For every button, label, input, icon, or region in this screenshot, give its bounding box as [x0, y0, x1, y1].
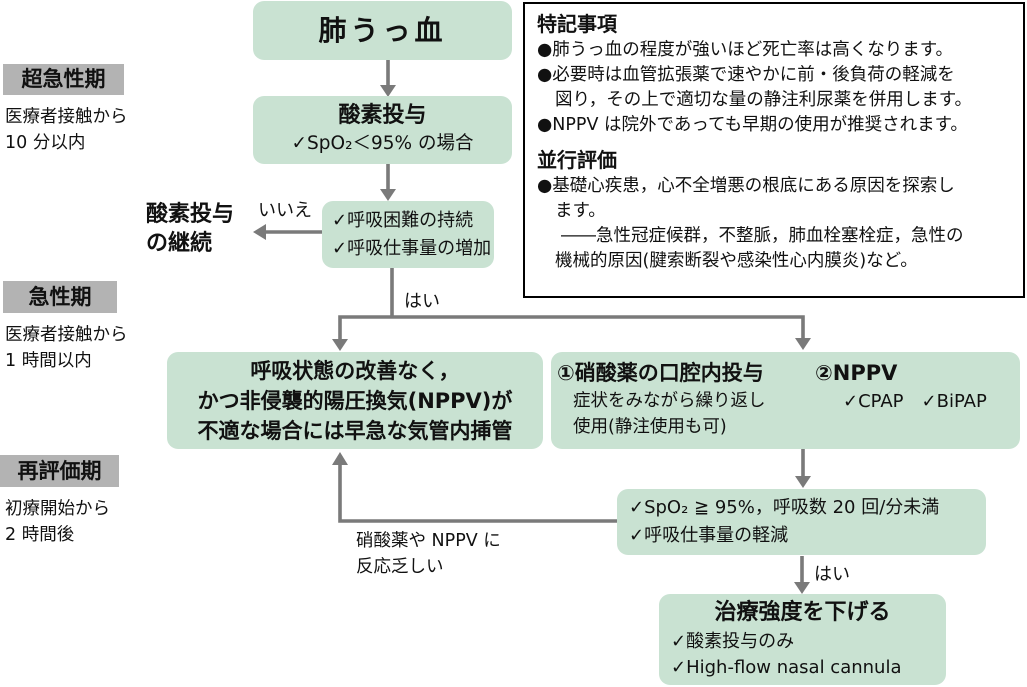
phase-time-acute-line1: 医療者接触から [5, 325, 128, 345]
phase-label-hyperacute: 超急性期 [3, 64, 124, 95]
arrowhead-feedback-up [332, 452, 348, 465]
phase-time-acute-line2: 1 時間以内 [5, 351, 92, 371]
notes-heading-special: 特記事項 [537, 12, 617, 36]
notes-parallel-line3: ――急性冠症候群，不整脈，肺血栓塞栓症，急性の [561, 226, 964, 246]
continue-oxygen-line1: 酸素投与 [146, 202, 235, 227]
node-spo2-check: ✓SpO₂ ≧ 95%，呼吸数 20 回/分未満 ✓呼吸仕事量の軽減 [617, 489, 986, 555]
oxygen-box-title: 酸素投与 [338, 103, 427, 128]
branch-yes-line [338, 315, 805, 340]
deescalate-line1: ✓酸素投与のみ [671, 631, 795, 652]
notes-parallel-line2: ます。 [555, 201, 606, 221]
breath-check-line1: ✓呼吸困難の持続 [332, 210, 474, 231]
edge-label-yes-1: はい [404, 291, 440, 312]
nppv-title: ②NPPV [815, 361, 898, 385]
nppv-modes: ✓CPAP ✓BiPAP [843, 391, 987, 412]
notes-heading-parallel: 並行評価 [537, 148, 617, 172]
nppv-section: ②NPPV ✓CPAP ✓BiPAP [803, 352, 1020, 415]
node-breath-check: ✓呼吸困難の持続 ✓呼吸仕事量の増加 [322, 201, 494, 268]
notes-parallel-line4: 機械的原因(腱索断裂や感染性心内膜炎)など。 [555, 251, 918, 271]
nitrate-line2: 使用(静注使用も可) [573, 417, 727, 437]
intubation-line2: かつ非侵襲的陽圧換気(NPPV)が [197, 389, 513, 413]
node-pulmonary-congestion: 肺うっ血 [253, 1, 512, 60]
phase-time-hyperacute-line2: 10 分以内 [5, 133, 86, 153]
intubation-line1: 呼吸状態の改善なく， [250, 359, 460, 383]
node-nitrate-and-nppv: ①硝酸薬の口腔内投与 症状をみながら繰り返し 使用(静注使用も可) ②NPPV … [551, 352, 1020, 449]
node-oxygen-administration: 酸素投与 ✓SpO₂＜95% の場合 [253, 96, 512, 164]
arrowhead-to-nitrate [795, 338, 811, 350]
nitrate-line1: 症状をみながら繰り返し [573, 391, 766, 411]
phase-time-reeval: 初療開始から 2 時間後 [5, 496, 110, 548]
nitrate-section: ①硝酸薬の口腔内投与 症状をみながら繰り返し 使用(静注使用も可) [551, 352, 803, 440]
phase-time-hyperacute: 医療者接触から 10 分以内 [5, 104, 128, 156]
nitrate-title: ①硝酸薬の口腔内投与 [557, 361, 764, 385]
deescalate-title: 治療強度を下げる [714, 600, 891, 625]
notes-special-line1: ●肺うっ血の程度が強いほど死亡率は高くなります。 [537, 40, 954, 60]
continue-oxygen-line2: の継続 [146, 231, 213, 256]
arrowhead-to-spo2 [795, 476, 811, 488]
edge-label-yes-2: はい [814, 564, 850, 585]
phase-time-reeval-line2: 2 時間後 [5, 525, 75, 545]
breath-check-line2: ✓呼吸仕事量の増加 [332, 238, 492, 259]
edge-label-no: いいえ [258, 200, 312, 221]
node-intubation: 呼吸状態の改善なく， かつ非侵襲的陽圧換気(NPPV)が 不適な場合には早急な気… [167, 352, 543, 449]
phase-time-hyperacute-line1: 医療者接触から [5, 107, 128, 127]
arrowhead-to-intubation [332, 339, 348, 351]
phase-time-reeval-line1: 初療開始から [5, 499, 110, 519]
phase-label-acute: 急性期 [3, 281, 117, 313]
spo2-check-line2: ✓呼吸仕事量の軽減 [629, 525, 789, 546]
oxygen-box-criterion: ✓SpO₂＜95% の場合 [291, 133, 474, 154]
spo2-check-line1: ✓SpO₂ ≧ 95%，呼吸数 20 回/分未満 [629, 497, 940, 518]
arrowhead-to-continue [253, 224, 266, 240]
notes-special-line2: ●必要時は血管拡張薬で速やかに前・後負荷の軽減を [537, 65, 955, 85]
arrowhead-to-breath [380, 189, 396, 201]
deescalate-line2: ✓High-flow nasal cannula [671, 657, 902, 678]
node-continue-oxygen: 酸素投与 の継続 [146, 200, 234, 258]
notes-parallel-line1: ●基礎心疾患，心不全増悪の根底にある原因を探索し [537, 176, 955, 196]
node-deescalate: 治療強度を下げる ✓酸素投与のみ ✓High-flow nasal cannul… [659, 594, 946, 685]
phase-label-reeval: 再評価期 [0, 455, 119, 487]
notes-special-line4: ●NPPV は院外であっても早期の使用が推奨されます。 [537, 115, 968, 135]
feedback-label-line1: 硝酸薬や NPPV に [356, 531, 501, 551]
feedback-label-line2: 反応乏しい [356, 557, 444, 577]
intubation-line3: 不適な場合には早急な気管内挿管 [197, 419, 513, 443]
notes-panel: 特記事項 ●肺うっ血の程度が強いほど死亡率は高くなります。 ●必要時は血管拡張薬… [523, 2, 1025, 298]
notes-special-line3: 図り，その上で適切な量の静注利尿薬を併用します。 [555, 90, 973, 110]
feedback-label: 硝酸薬や NPPV に 反応乏しい [356, 528, 501, 580]
arrowhead-to-deescalate [794, 582, 810, 594]
feedback-line [338, 464, 617, 523]
phase-time-acute: 医療者接触から 1 時間以内 [5, 322, 128, 374]
